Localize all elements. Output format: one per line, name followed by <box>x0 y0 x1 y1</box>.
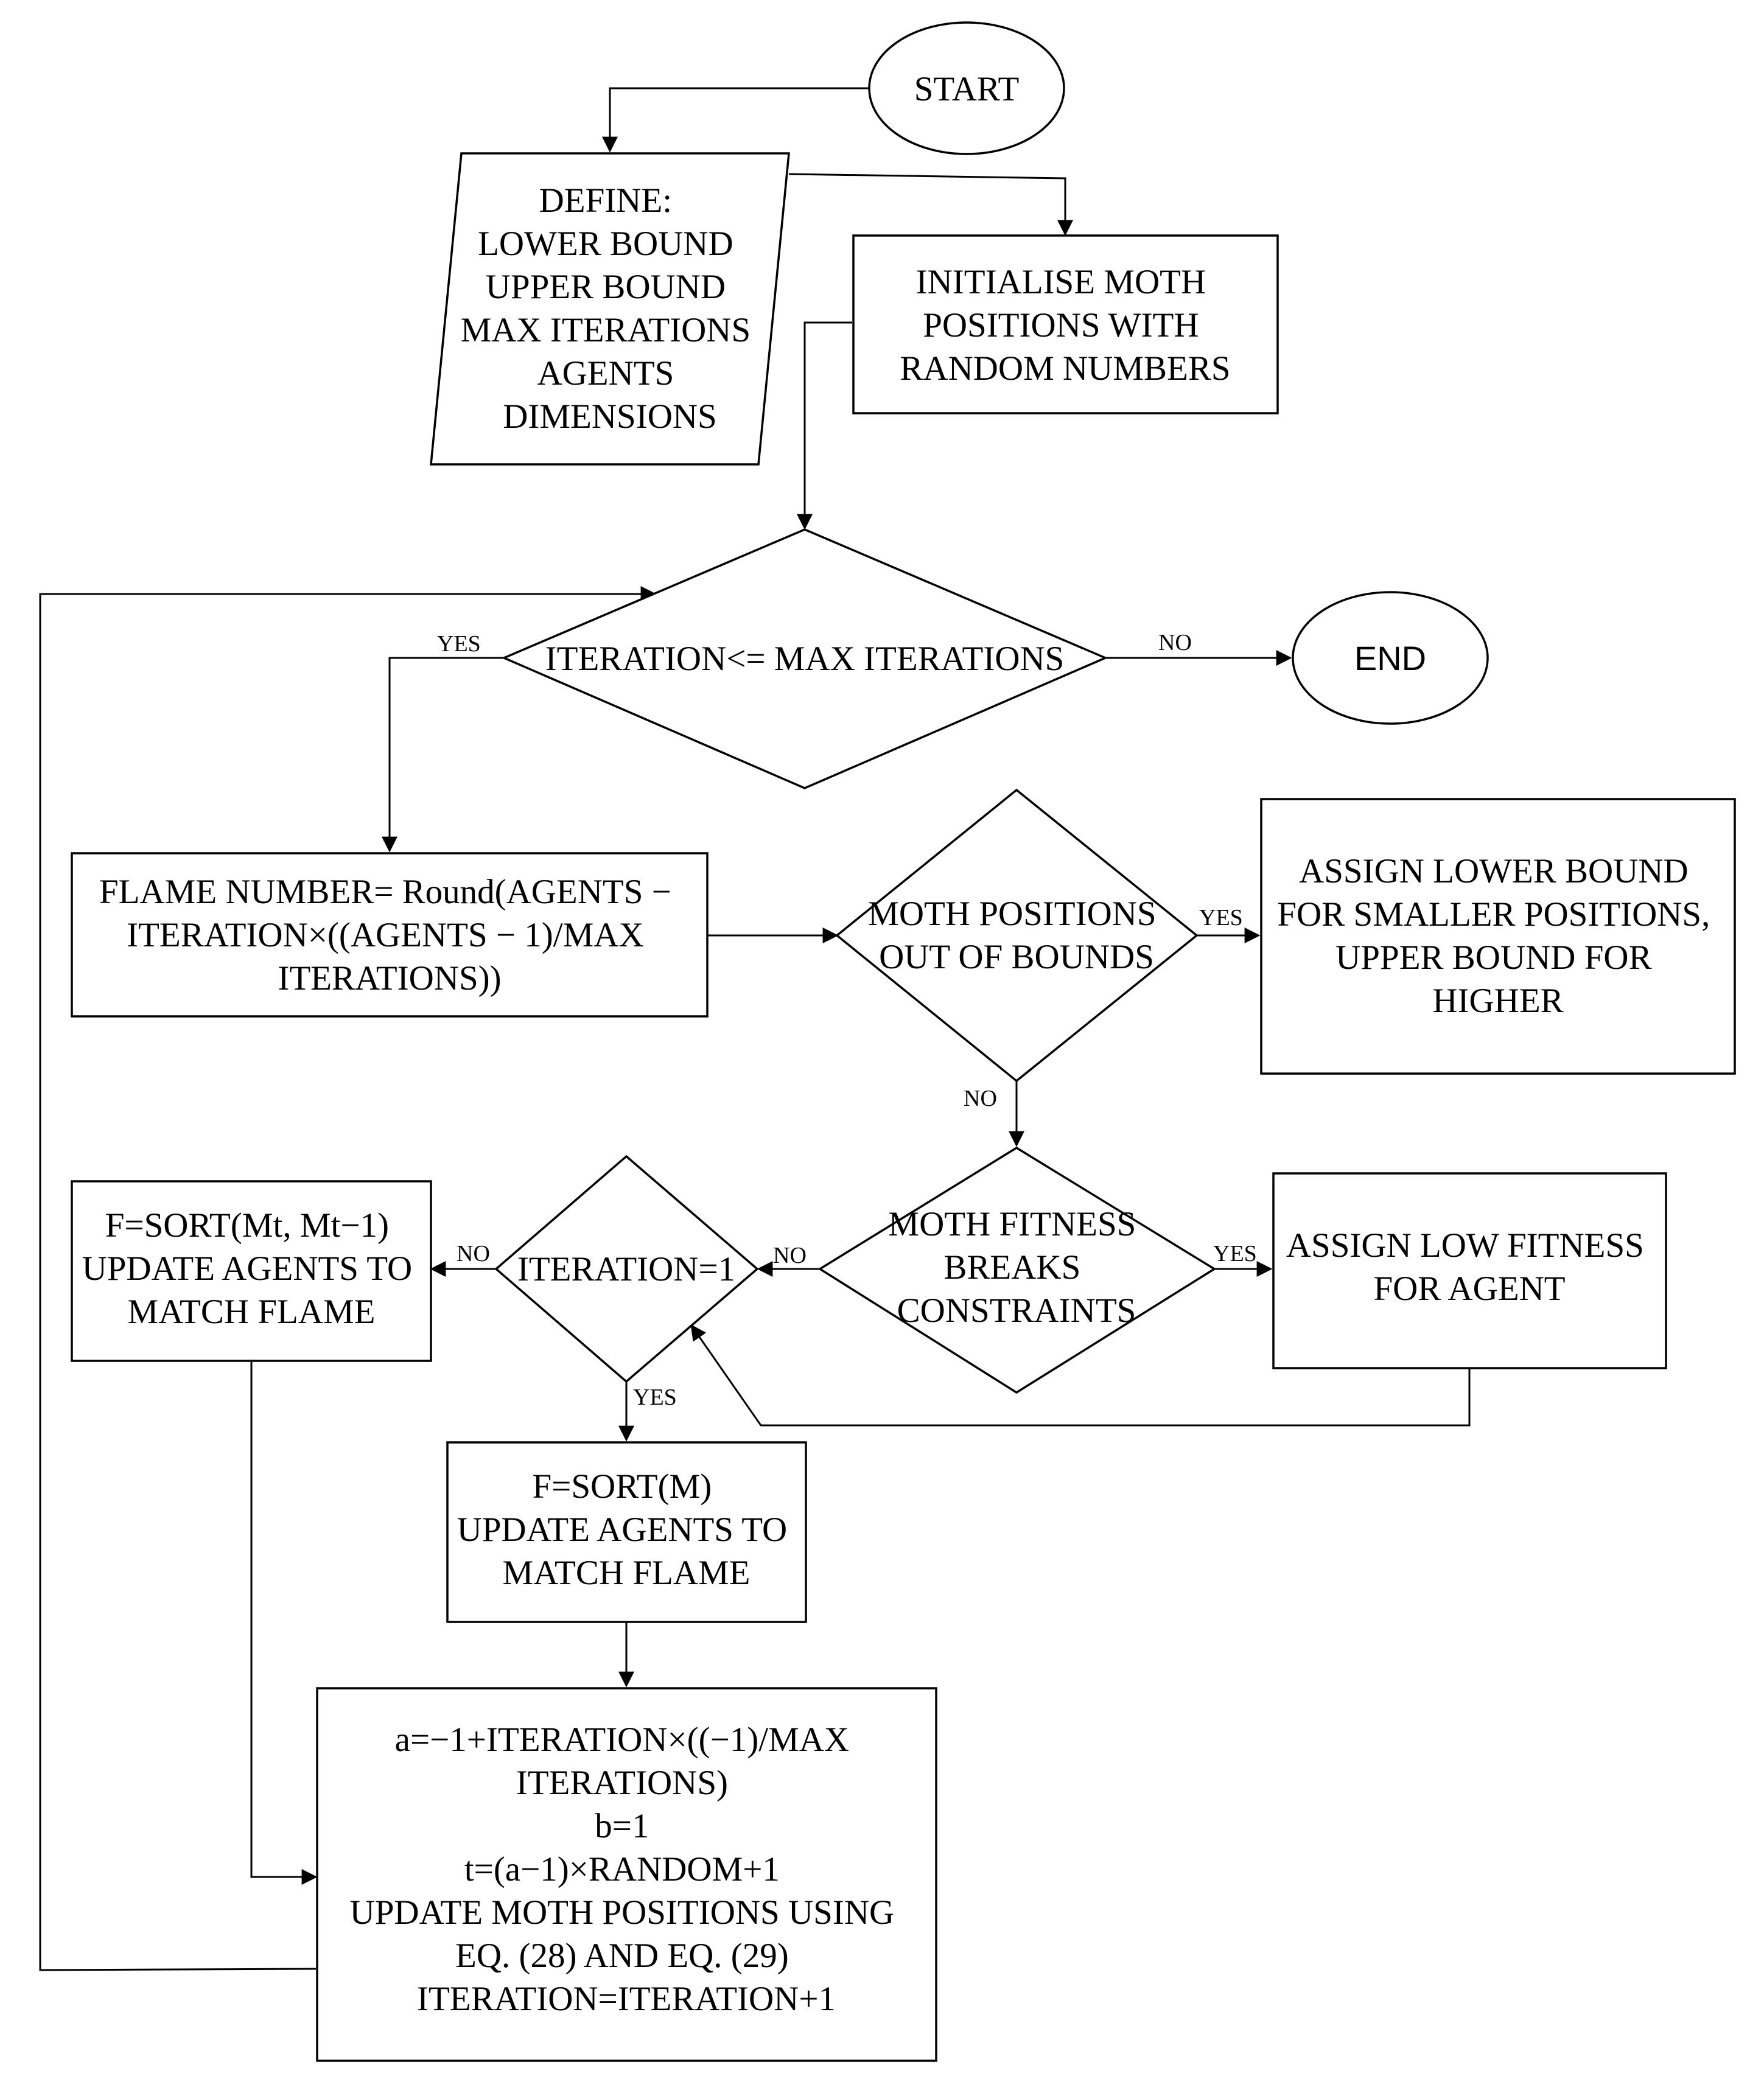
fitness-check-text: MOTH FITNESS BREAKS CONSTRAINTS <box>888 1205 1144 1330</box>
end-text: END <box>1354 639 1426 677</box>
assign-bounds-text: ASSIGN LOWER BOUND FOR SMALLER POSITIONS… <box>1277 852 1718 1020</box>
init-line-3: RANDOM NUMBERS <box>900 349 1230 388</box>
init-line-2: POSITIONS WITH <box>923 306 1199 344</box>
label-bounds-yes: YES <box>1199 905 1243 931</box>
fitness-check-line-2: BREAKS <box>943 1248 1080 1287</box>
label-iter-one-no: NO <box>457 1241 490 1267</box>
assign-fitness-line-1: ASSIGN LOW FITNESS <box>1286 1226 1644 1265</box>
flame-number-node <box>71 852 709 1018</box>
sort-prev-line-3: MATCH FLAME <box>128 1293 376 1331</box>
sort-prev-line-1: F=SORT(Mt, Mt−1) <box>105 1206 389 1245</box>
iter-check-text: ITERATION<= MAX ITERATIONS <box>545 640 1065 678</box>
init-node <box>852 234 1279 414</box>
start-line-1: START <box>914 70 1020 108</box>
update-line-2: ITERATIONS) <box>516 1764 728 1802</box>
label-bounds-no: NO <box>964 1086 997 1111</box>
define-node <box>430 152 790 466</box>
init-line-1: INITIALISE MOTH <box>916 263 1206 301</box>
flame-number-line-1: FLAME NUMBER= Round(AGENTS − <box>99 873 671 911</box>
assign-fitness-text: ASSIGN LOW FITNESS FOR AGENT <box>1286 1226 1653 1308</box>
define-line-1: DEFINE: <box>539 181 672 220</box>
label-fitness-yes: YES <box>1213 1241 1257 1267</box>
assign-bounds-line-4: HIGHER <box>1432 982 1563 1020</box>
update-line-1: a=−1+ITERATION×((−1)/MAX <box>395 1721 849 1759</box>
assign-bounds-node <box>1260 798 1736 1075</box>
init-text: INITIALISE MOTH POSITIONS WITH RANDOM NU… <box>900 263 1230 388</box>
edge-init-to-iter-check <box>797 321 852 530</box>
assign-fitness-node <box>1272 1172 1667 1369</box>
edge-update-loop-to-iter-check <box>39 586 657 1971</box>
label-iter-yes: YES <box>437 631 481 657</box>
assign-fitness-line-2: FOR AGENT <box>1373 1270 1565 1308</box>
define-line-6: DIMENSIONS <box>503 397 717 436</box>
iter-check-node <box>501 528 1108 789</box>
assign-bounds-line-1: ASSIGN LOWER BOUND <box>1299 852 1689 890</box>
bounds-check-text: MOTH POSITIONS OUT OF BOUNDS <box>868 895 1165 976</box>
bounds-check-line-2: OUT OF BOUNDS <box>879 938 1154 976</box>
update-node <box>316 1687 937 2062</box>
end-line-1: END <box>1354 639 1426 677</box>
assign-bounds-line-2: FOR SMALLER POSITIONS, <box>1277 895 1710 934</box>
flame-number-line-3: ITERATIONS)) <box>278 959 501 998</box>
iter-check-line-1: ITERATION<= MAX ITERATIONS <box>545 640 1065 678</box>
update-line-7: ITERATION=ITERATION+1 <box>417 1980 836 2018</box>
sort-m-node <box>446 1441 807 1623</box>
define-line-2: LOWER BOUND <box>478 225 733 263</box>
end-node <box>1292 591 1489 725</box>
update-line-5: UPDATE MOTH POSITIONS USING <box>350 1893 895 1932</box>
fitness-check-node <box>817 1146 1217 1394</box>
iter-one-node <box>494 1155 759 1383</box>
fitness-check-line-1: MOTH FITNESS <box>888 1205 1136 1243</box>
define-line-4: MAX ITERATIONS <box>461 311 751 349</box>
update-text: a=−1+ITERATION×((−1)/MAX ITERATIONS) b=1… <box>350 1721 903 2018</box>
flame-number-text: FLAME NUMBER= Round(AGENTS − ITERATION×(… <box>99 873 680 998</box>
define-line-3: UPPER BOUND <box>486 268 726 306</box>
iter-one-line-1: ITERATION=1 <box>517 1250 735 1288</box>
bounds-check-line-1: MOTH POSITIONS <box>868 895 1156 933</box>
iter-one-text: ITERATION=1 <box>517 1250 735 1288</box>
sort-m-line-1: F=SORT(M) <box>532 1467 712 1506</box>
fitness-check-line-3: CONSTRAINTS <box>897 1291 1136 1330</box>
define-text: DEFINE: LOWER BOUND UPPER BOUND MAX ITER… <box>461 181 760 436</box>
start-node <box>868 21 1065 155</box>
update-line-6: EQ. (28) AND EQ. (29) <box>455 1937 789 1975</box>
edge-define-to-init <box>788 173 1073 236</box>
edge-start-to-define <box>602 87 869 153</box>
sort-m-line-2: UPDATE AGENTS TO <box>457 1511 788 1549</box>
edge-sort-prev-to-update <box>250 1361 318 1885</box>
bounds-check-node <box>835 788 1199 1083</box>
edge-assign-fitness-to-iter-one <box>690 1324 1471 1427</box>
assign-bounds-line-3: UPPER BOUND FOR <box>1335 938 1651 977</box>
define-line-5: AGENTS <box>537 354 674 393</box>
update-line-3: b=1 <box>595 1807 649 1845</box>
start-text: START <box>914 70 1020 108</box>
sort-prev-line-2: UPDATE AGENTS TO <box>82 1249 413 1288</box>
sort-m-line-3: MATCH FLAME <box>503 1554 751 1592</box>
edge-iter-check-to-flame-number <box>382 657 504 853</box>
label-iter-no: NO <box>1158 630 1192 655</box>
update-line-4: t=(a−1)×RANDOM+1 <box>464 1850 780 1889</box>
sort-prev-node <box>71 1180 432 1362</box>
sort-prev-text: F=SORT(Mt, Mt−1) UPDATE AGENTS TO MATCH … <box>82 1206 421 1331</box>
label-iter-one-yes: YES <box>633 1385 677 1410</box>
label-fitness-no: NO <box>773 1243 807 1268</box>
flame-number-line-2: ITERATION×((AGENTS − 1)/MAX <box>127 916 644 954</box>
sort-m-text: F=SORT(M) UPDATE AGENTS TO MATCH FLAME <box>457 1467 796 1592</box>
